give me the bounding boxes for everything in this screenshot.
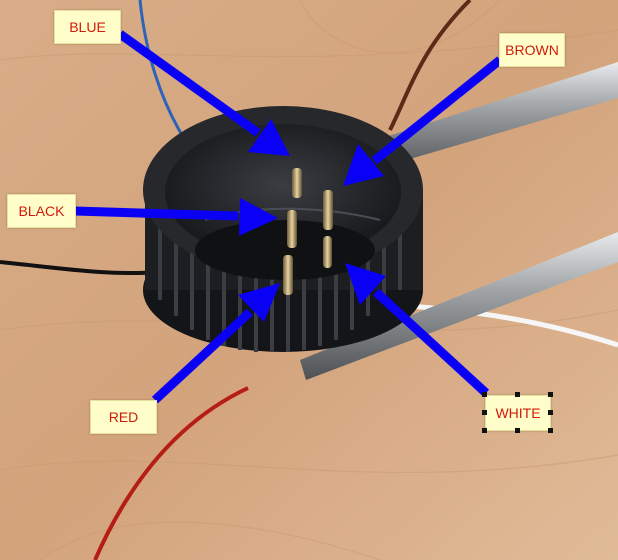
annotation-arrows — [74, 30, 503, 404]
selection-handle-tr[interactable] — [548, 392, 553, 397]
white-wire — [394, 302, 618, 348]
arrow-brown — [343, 56, 503, 186]
label-red: RED — [90, 400, 157, 434]
label-brown: BROWN — [499, 33, 565, 67]
selection-handle-ml[interactable] — [482, 410, 487, 415]
arrow-white — [345, 263, 490, 397]
label-blue: BLUE — [54, 10, 121, 44]
screwdriver-lower — [300, 232, 618, 380]
selection-handle-br[interactable] — [548, 428, 553, 433]
label-black: BLACK — [7, 194, 76, 228]
black-wire — [0, 260, 161, 276]
brown-wire — [388, 0, 472, 131]
screwdriver-upper — [345, 62, 618, 176]
red-wire — [93, 386, 249, 560]
arrow-black — [74, 198, 278, 236]
selection-handle-tl[interactable] — [482, 392, 487, 397]
selection-handle-tm[interactable] — [515, 392, 520, 397]
arrow-red — [151, 283, 280, 404]
selection-handle-bm[interactable] — [515, 428, 520, 433]
connector-pins — [283, 168, 333, 295]
selection-handle-mr[interactable] — [548, 410, 553, 415]
blue-wire — [138, 0, 187, 141]
arrow-blue — [117, 30, 290, 156]
label-white[interactable]: WHITE — [485, 395, 551, 431]
selection-handle-bl[interactable] — [482, 428, 487, 433]
connector — [143, 106, 423, 352]
